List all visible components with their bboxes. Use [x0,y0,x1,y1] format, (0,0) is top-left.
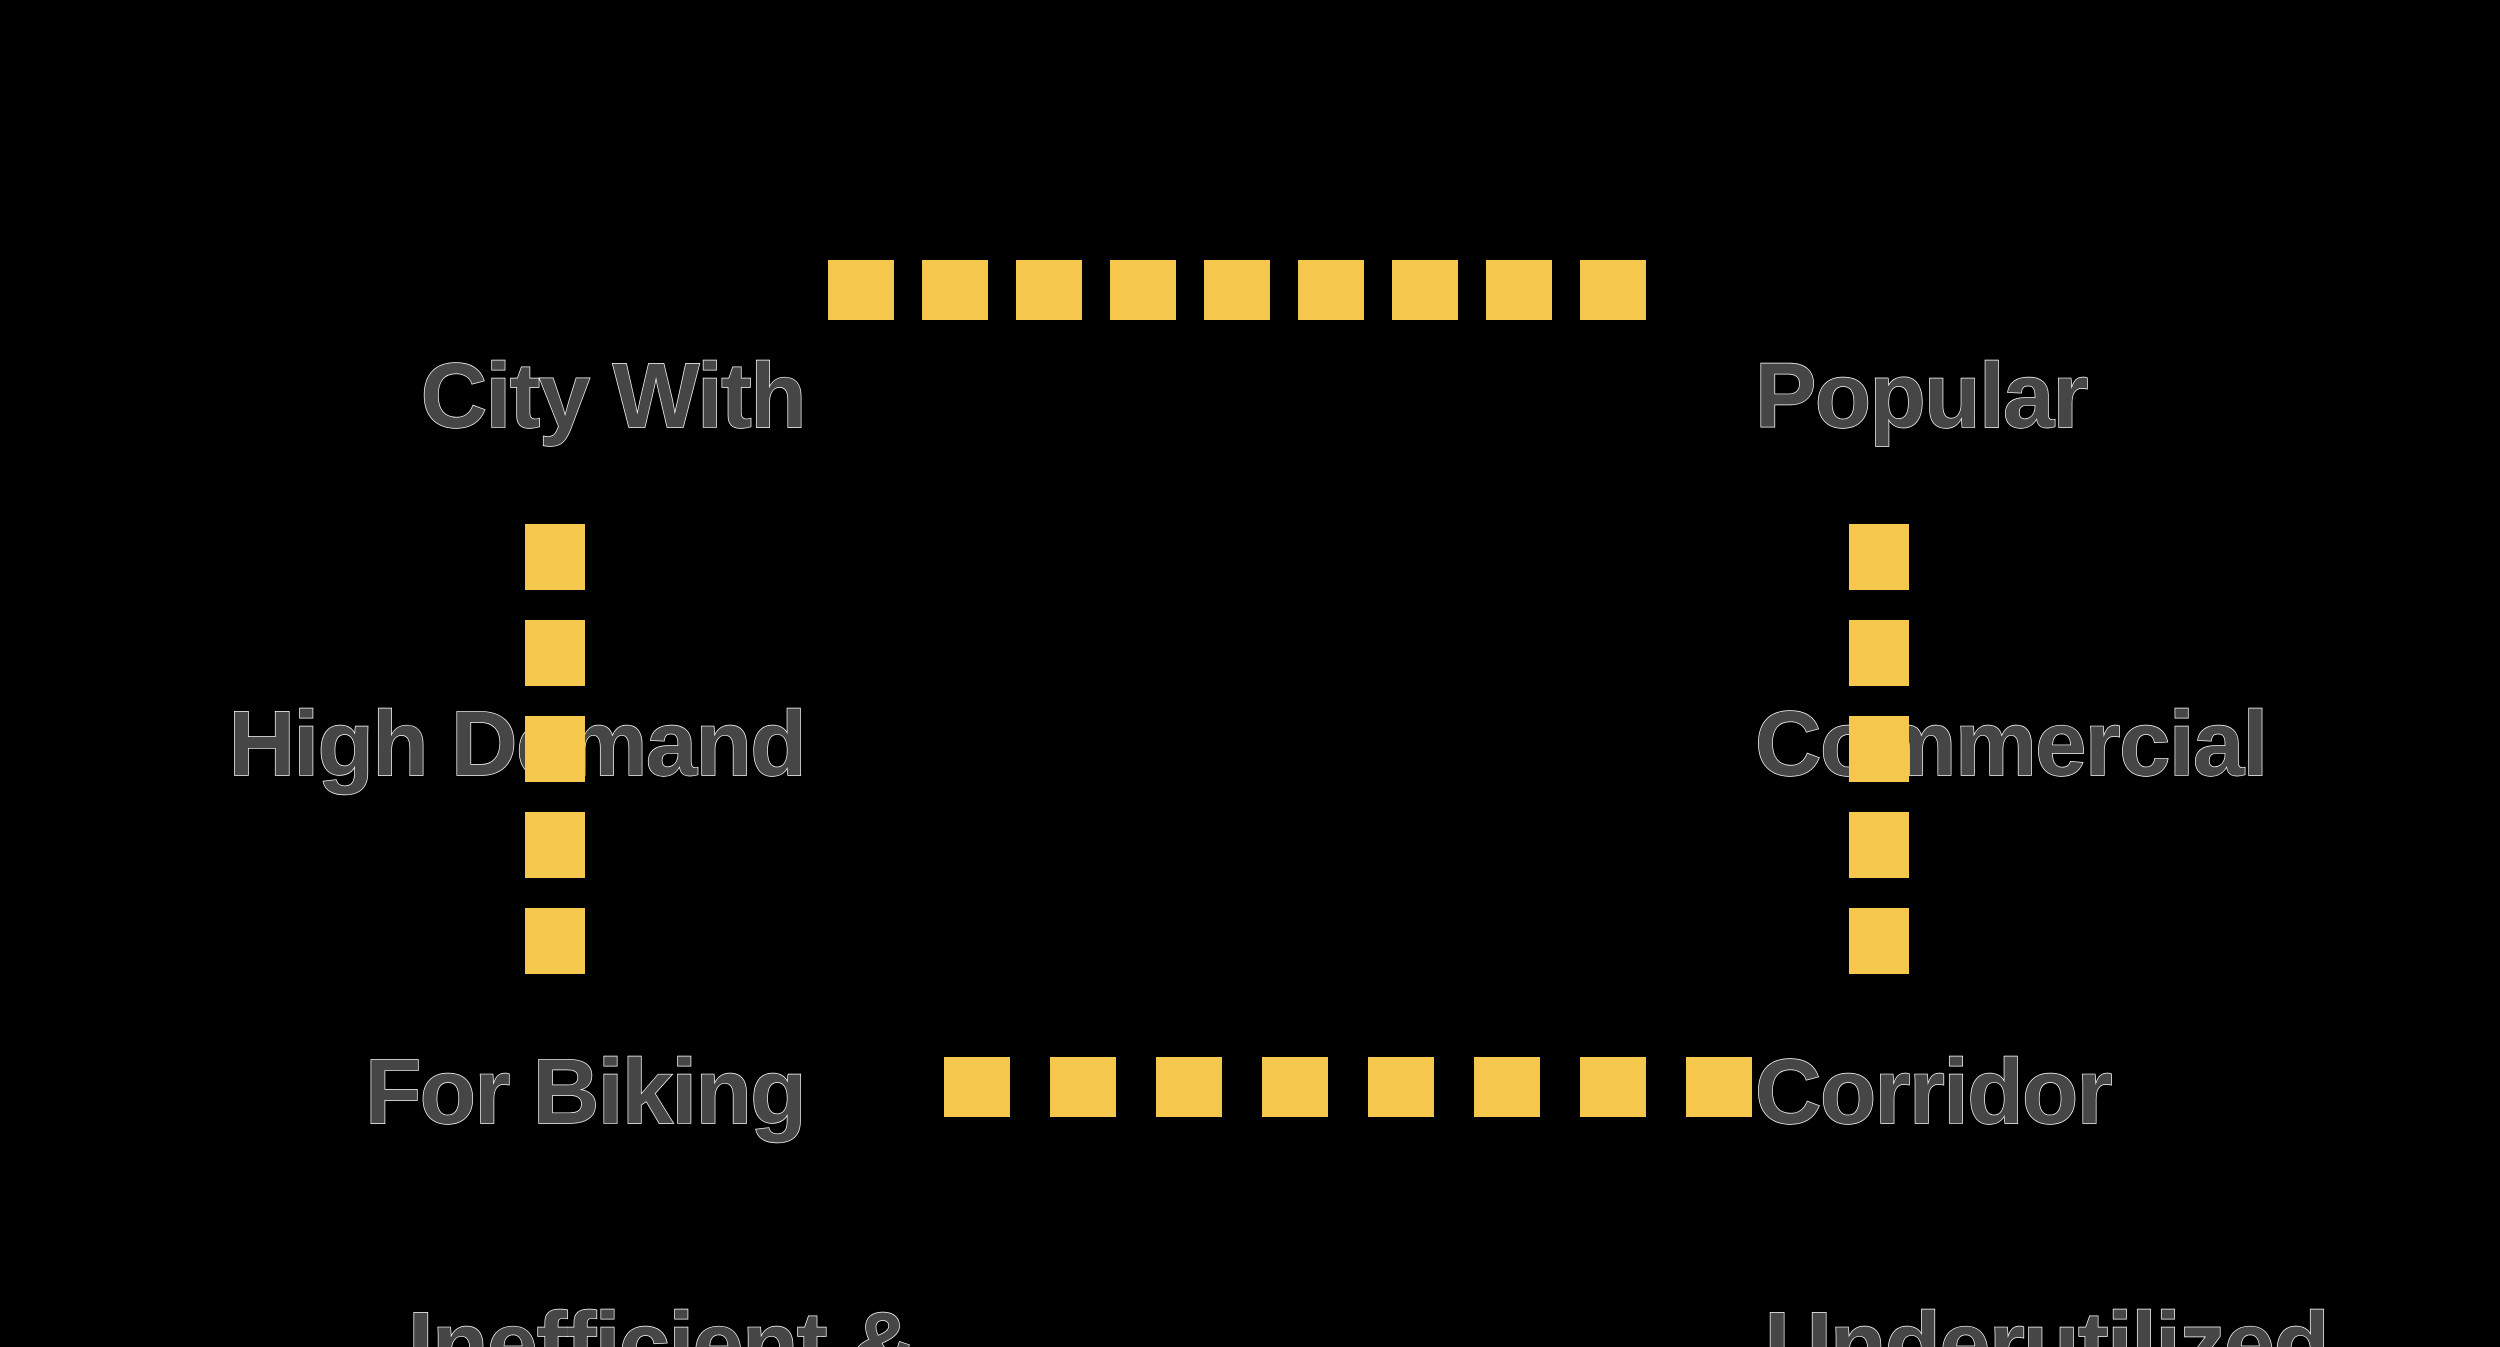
label-line: High Demand [228,692,807,795]
label-inefficient-unsafe-bike-lane: Inefficient & Unsafe Bike Lane [10,1055,917,1347]
label-line: Commercial [1754,692,2269,795]
dash-segment [1298,260,1364,320]
dash-segment [1486,260,1552,320]
dashed-line-bottom [944,1057,1752,1117]
dash-segment [1050,1057,1116,1117]
label-line: For Biking [364,1040,807,1143]
label-line: Inefficient & [407,1293,917,1347]
dash-segment [1262,1057,1328,1117]
dash-segment [1580,1057,1646,1117]
label-line: City With [420,344,807,447]
dash-segment [525,908,585,974]
dash-segment [1110,260,1176,320]
dash-segment [1368,1057,1434,1117]
label-line: Popular [1754,344,2089,447]
dash-segment [1849,716,1909,782]
dash-segment [1474,1057,1540,1117]
dash-segment [525,620,585,686]
dash-segment [1686,1057,1752,1117]
label-city-with-high-demand-for-biking: City With High Demand For Biking [60,106,807,1347]
label-line: Underutilized [1764,1293,2330,1347]
dash-segment [1849,812,1909,878]
dashed-line-top [828,260,1646,320]
dash-segment [1156,1057,1222,1117]
dashed-line-left [525,524,585,974]
label-underutilized-vehicle-lane: Underutilized Vehicle Lane [1764,1055,2495,1347]
dash-segment [828,260,894,320]
dash-segment [525,812,585,878]
dash-segment [1849,524,1909,590]
dash-segment [1016,260,1082,320]
dash-segment [944,1057,1010,1117]
dash-segment [922,260,988,320]
dash-segment [1849,620,1909,686]
dash-segment [1204,260,1270,320]
dash-segment [525,524,585,590]
dash-segment [1580,260,1646,320]
label-line: Corridor [1754,1040,2113,1143]
label-popular-commercial-corridor: Popular Commercial Corridor [1754,106,2475,1347]
dash-segment [525,716,585,782]
dashed-line-right [1849,524,1909,974]
dash-segment [1849,908,1909,974]
dash-segment [1392,260,1458,320]
